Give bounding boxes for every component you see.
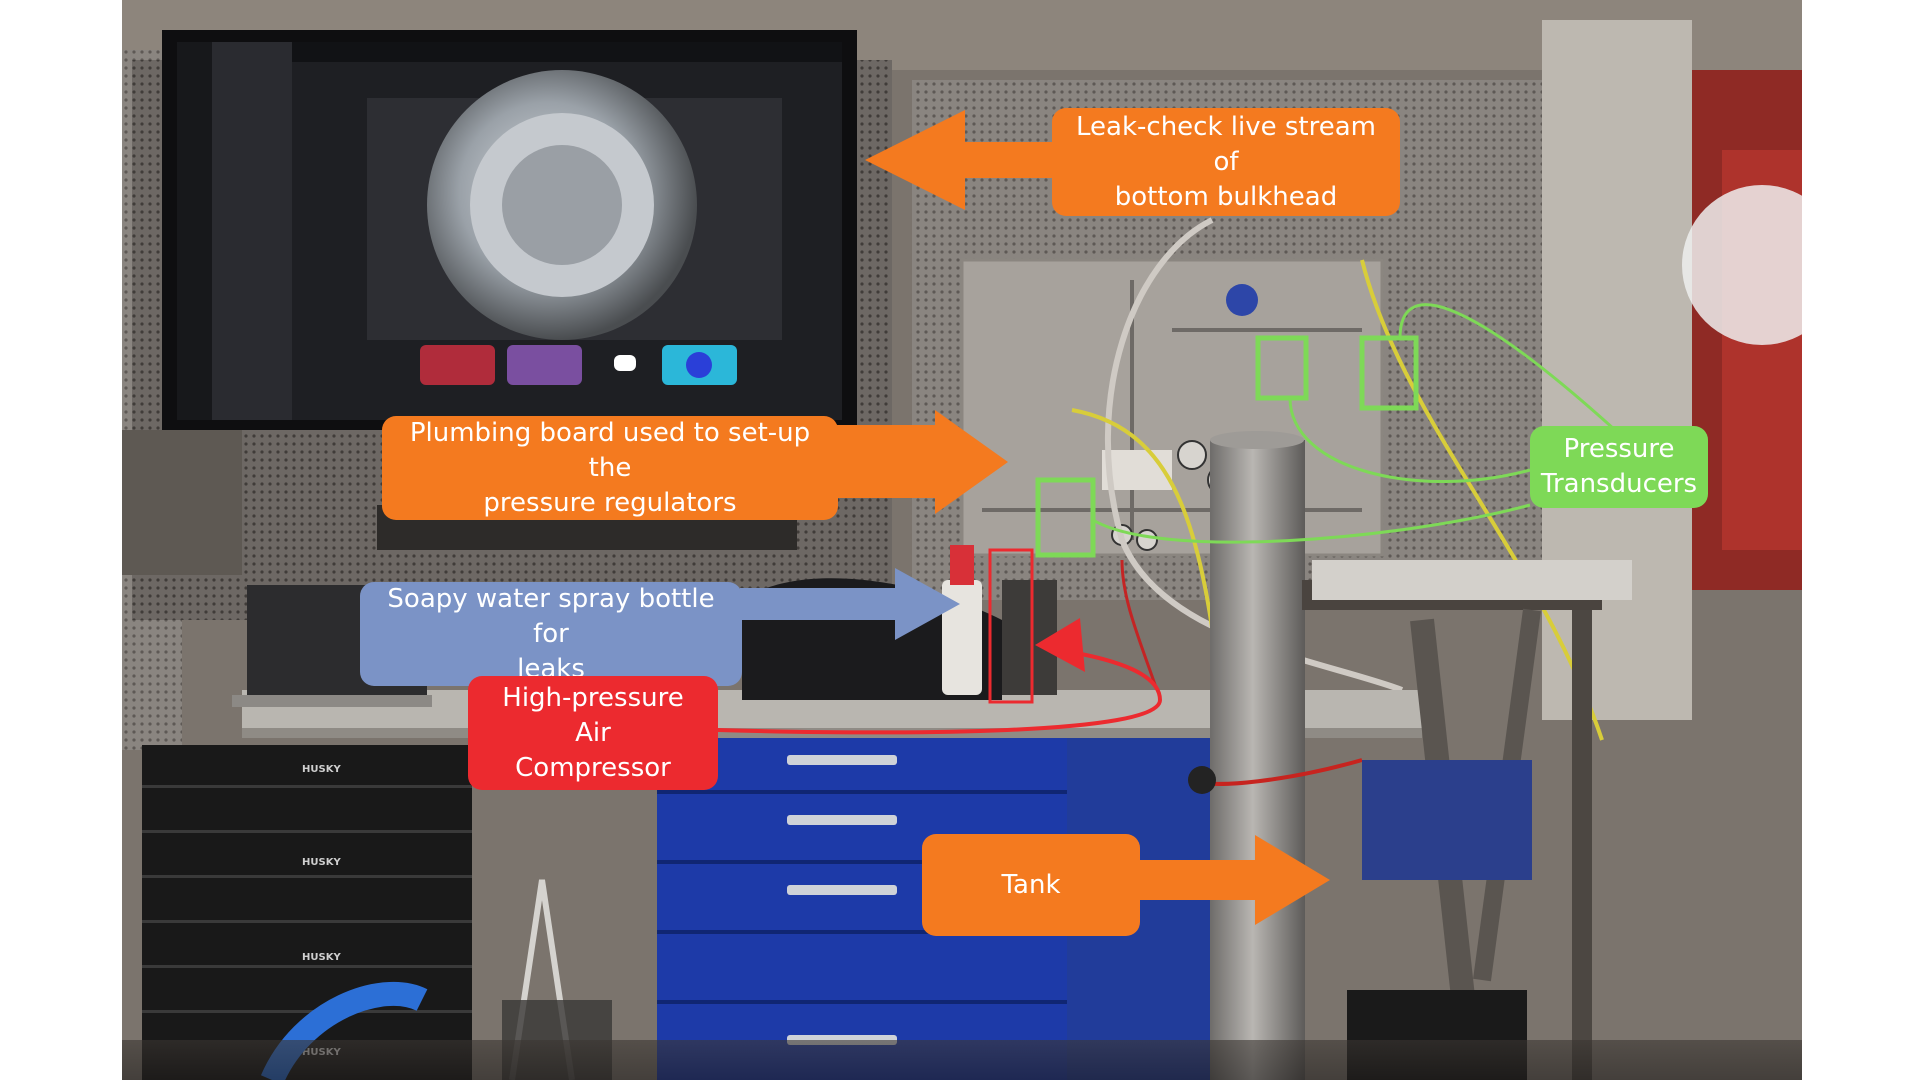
transducer-box-3: [1035, 477, 1096, 558]
compressor-arrow: [717, 648, 1163, 735]
callout-plumbing-board: Plumbing board used to set-up the pressu…: [382, 416, 838, 520]
compressor-highlight: [988, 548, 1034, 704]
callout-air-compressor: High-pressure Air Compressor: [468, 676, 718, 790]
husky-logo-3: HUSKY: [302, 952, 341, 963]
soapy-water-arrow: [740, 568, 960, 640]
husky-logo-1: HUSKY: [302, 764, 341, 775]
callout-pressure-transducers: Pressure Transducers: [1530, 426, 1708, 508]
transducer-box-2: [1359, 335, 1419, 411]
callout-soapy-water: Soapy water spray bottle for leaks: [360, 582, 742, 686]
callout-leak-check: Leak-check live stream of bottom bulkhea…: [1052, 108, 1400, 216]
discord-icon: [614, 355, 636, 371]
transducer-box-1: [1255, 335, 1309, 401]
plumbing-board-arrow: [830, 410, 1008, 514]
husky-logo-2: HUSKY: [302, 857, 341, 868]
leak-check-arrow: [865, 110, 1060, 210]
tank-arrow: [1135, 835, 1330, 925]
callout-tank: Tank: [922, 834, 1140, 936]
